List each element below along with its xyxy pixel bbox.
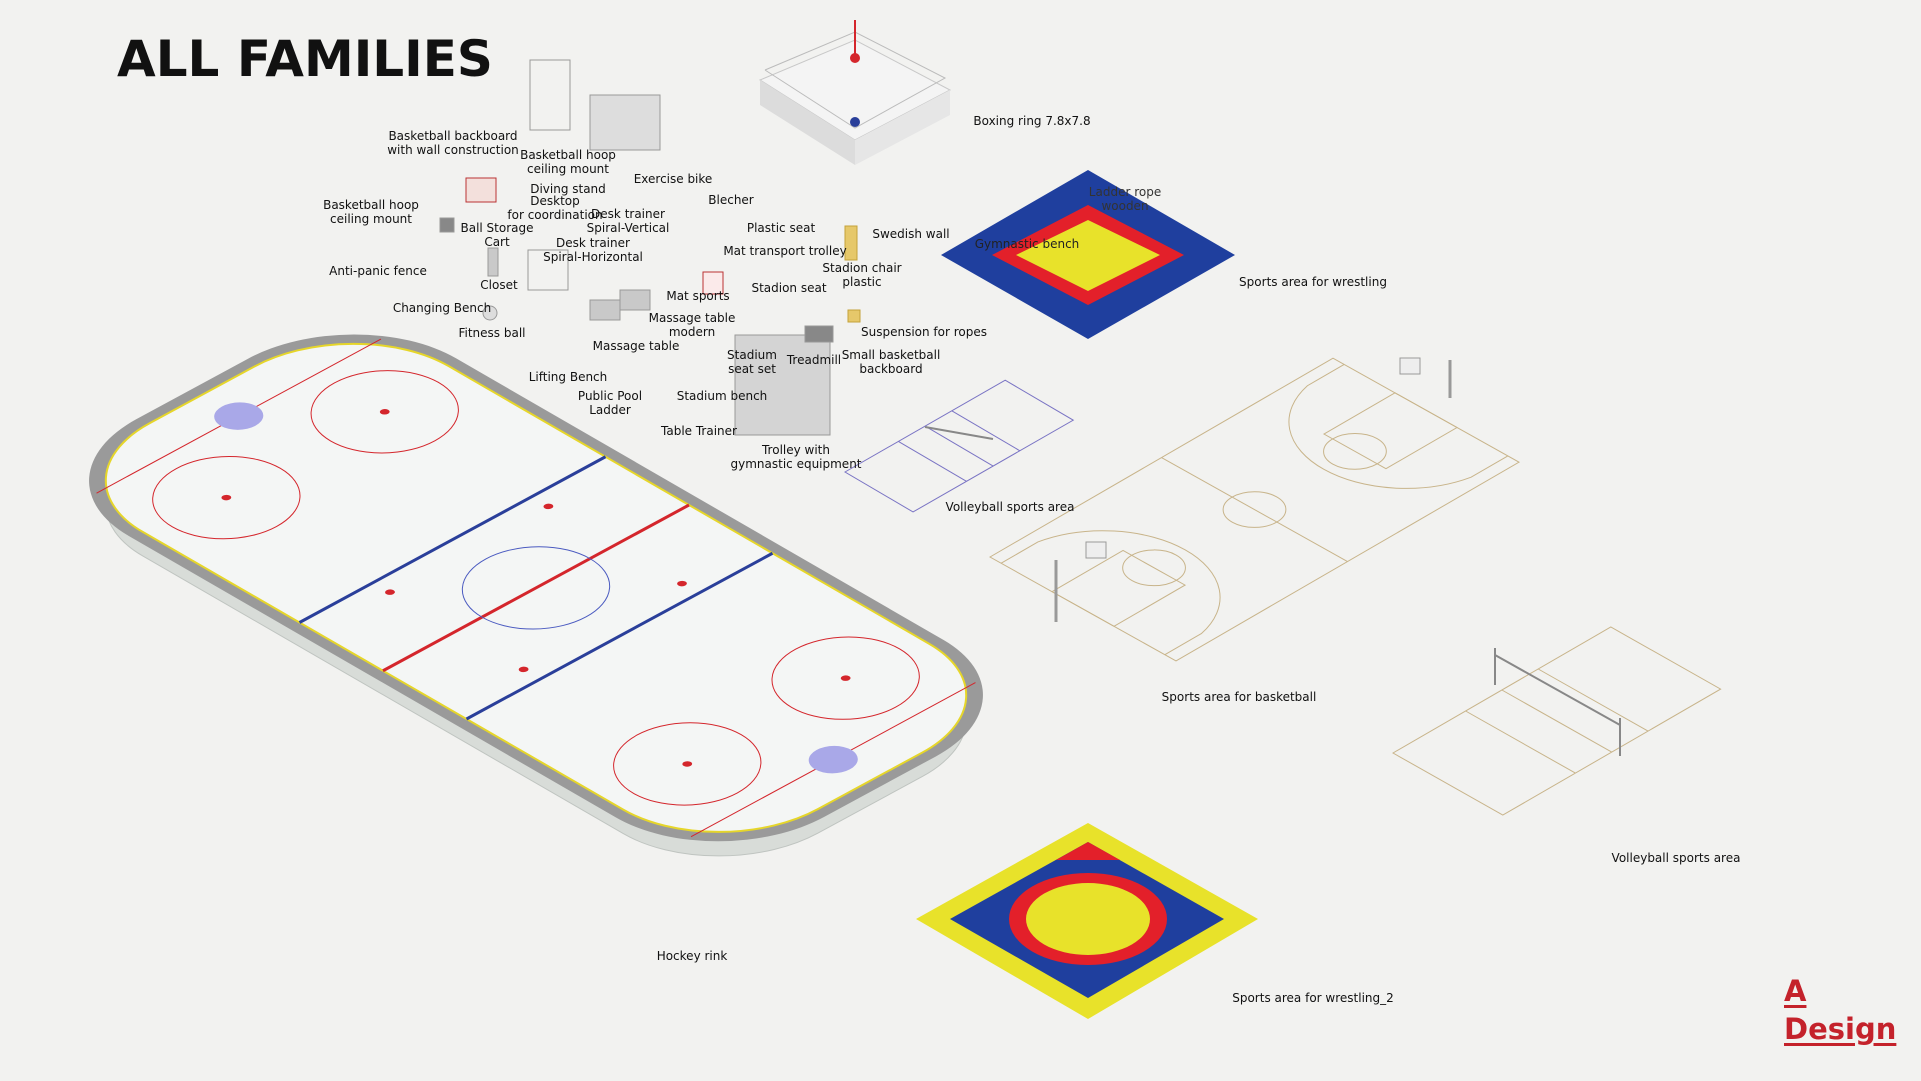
label-public-pool-ladder: Public Pool Ladder [577, 389, 643, 417]
label-swedish-wall: Swedish wall [872, 227, 950, 241]
faceoff-dot [543, 503, 554, 510]
label-fitness-ball: Fitness ball [458, 326, 526, 340]
label-closet: Closet [480, 278, 518, 292]
wrestling-mat-2 [916, 823, 1258, 1019]
volleyball-court [845, 380, 1073, 512]
faceoff-dot [677, 580, 687, 587]
logo-line-2: Design [1784, 1012, 1897, 1046]
label-lifting-bench: Lifting Bench [528, 370, 608, 384]
label-hockey-rink: Hockey rink [656, 949, 728, 963]
faceoff-dot [221, 494, 232, 501]
goal-crease [214, 402, 264, 430]
volleyball-net [924, 426, 994, 440]
faceoff-dot [840, 675, 851, 681]
hockey-rink [89, 334, 983, 887]
faceoff-circle [742, 620, 950, 736]
label-basketball-area: Sports area for basketball [1161, 690, 1317, 704]
label-desk-trainer-horizontal: Desk trainer Spiral-Horizontal [543, 236, 643, 264]
wrestling-mat [941, 170, 1235, 339]
faceoff-dot [379, 409, 390, 415]
label-volleyball-area: Volleyball sports area [945, 500, 1075, 514]
label-stadium-bench: Stadium bench [676, 389, 768, 403]
label-blecher: Blecher [708, 193, 754, 207]
basketball-backboard [1399, 357, 1421, 375]
label-desktop-coordination: Desktop for coordination [507, 194, 603, 222]
label-ball-storage-cart: Ball Storage Cart [460, 221, 534, 249]
faceoff-dot [518, 666, 529, 673]
label-boxing-ring: Boxing ring 7.8x7.8 [973, 114, 1091, 128]
brand-logo: A Design [1784, 972, 1896, 1048]
basketball-backboard [1085, 541, 1107, 559]
page-title: ALL FAMILIES [117, 30, 493, 88]
label-volleyball-area-2: Volleyball sports area [1611, 851, 1741, 865]
blue-line-2 [467, 553, 773, 719]
label-small-basketball-backboard: Small basketball backboard [841, 348, 941, 376]
label-suspension-for-ropes: Suspension for ropes [860, 325, 988, 339]
label-mat-transport-trolley: Mat transport trolley [723, 244, 847, 258]
label-wrestling-area-2: Sports area for wrestling_2 [1232, 991, 1394, 1005]
label-trolley-gymnastic: Trolley with gymnastic equipment [730, 443, 862, 471]
label-gymnastic-bench: Gymnastic bench [974, 237, 1080, 251]
faceoff-dot [385, 589, 395, 595]
label-massage-table-modern: Massage table modern [648, 311, 736, 339]
label-ladder-rope-wooden: Ladder rope wooden [1088, 185, 1162, 213]
boxing-ring [758, 20, 952, 165]
label-stadium-seat-set: Stadium seat set [727, 348, 777, 376]
label-table-trainer: Table Trainer [661, 424, 737, 438]
faceoff-circle [122, 439, 330, 555]
label-treadmill: Treadmill [786, 353, 842, 367]
center-circle [432, 530, 640, 646]
label-exercise-bike: Exercise bike [633, 172, 713, 186]
logo-line-1: A [1784, 974, 1807, 1008]
volleyball-net-2 [1494, 648, 1621, 756]
label-massage-table: Massage table [592, 339, 680, 353]
equipment-models [439, 59, 861, 436]
label-anti-panic-fence: Anti-panic fence [329, 264, 427, 278]
basketball-hoop [1054, 360, 1452, 622]
label-plastic-seat: Plastic seat [746, 221, 816, 235]
label-basketball-backboard: Basketball backboard with wall construct… [387, 129, 519, 157]
label-changing-bench: Changing Bench [392, 301, 492, 315]
label-stadion-chair-plastic: Stadion chair plastic [822, 261, 902, 289]
faceoff-circle [281, 354, 489, 470]
label-basketball-hoop-ceiling-mount: Basketball hoop ceiling mount [520, 148, 616, 176]
volleyball-court-2 [1393, 627, 1721, 815]
basketball-court [990, 358, 1519, 661]
label-desk-trainer-vertical: Desk trainer Spiral-Vertical [586, 207, 670, 235]
faceoff-dot [682, 761, 693, 767]
label-diving-stand: Diving stand [530, 182, 606, 196]
center-red-line [383, 505, 689, 671]
label-mat-sports: Mat sports [666, 289, 730, 303]
label-basketball-hoop-ceiling-mount-2: Basketball hoop ceiling mount [323, 198, 419, 226]
goal-crease [808, 745, 858, 774]
faceoff-circle [583, 706, 791, 822]
label-wrestling-area: Sports area for wrestling [1239, 275, 1387, 289]
blue-line-1 [300, 457, 606, 623]
label-stadion-seat: Stadion seat [751, 281, 827, 295]
